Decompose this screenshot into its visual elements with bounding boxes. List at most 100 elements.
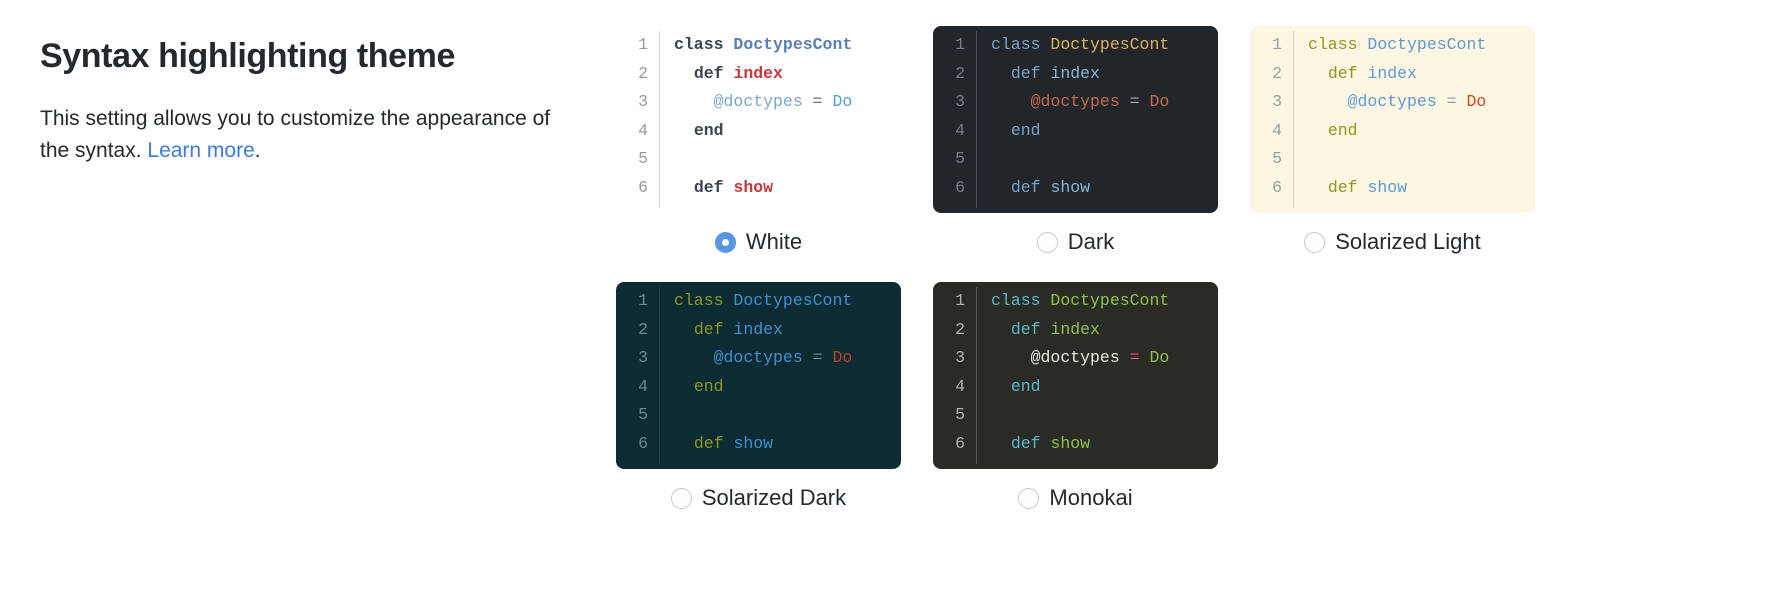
code-token-plain <box>724 434 734 453</box>
radio-button-icon[interactable] <box>1036 231 1058 253</box>
learn-more-link[interactable]: Learn more <box>147 138 255 162</box>
code-token-kw: end <box>693 120 724 140</box>
code-token-plain <box>1437 92 1447 111</box>
code-token-plain <box>724 178 734 197</box>
code-line: class DoctypesCont <box>1308 31 1535 60</box>
code-token-plain <box>803 348 813 367</box>
radio-button-icon[interactable] <box>714 231 736 253</box>
theme-radio-white[interactable]: White <box>714 231 802 253</box>
theme-radio-sollight[interactable]: Solarized Light <box>1304 231 1481 253</box>
code-line: def index <box>674 60 901 89</box>
setting-description-column: Syntax highlighting theme This setting a… <box>40 36 570 167</box>
code-token-cnst: Do <box>1466 92 1487 112</box>
code-token-plain <box>1140 348 1150 367</box>
code-token-plain <box>1457 92 1467 111</box>
line-number: 3 <box>1272 92 1282 112</box>
code-line: @doctypes = Do <box>674 344 901 373</box>
radio-button-icon[interactable] <box>670 487 692 509</box>
code-indent <box>674 121 694 140</box>
code-token-op: = <box>812 92 823 112</box>
line-number: 6 <box>638 177 648 197</box>
code-token-plain <box>1140 92 1150 111</box>
code-token-plain <box>1041 320 1051 339</box>
code-token-plain <box>1358 35 1368 54</box>
code-line <box>674 401 901 430</box>
theme-radio-label: Monokai <box>1049 485 1133 510</box>
code-token-plain <box>1358 178 1368 197</box>
line-number: 3 <box>638 92 648 112</box>
code-line <box>1308 145 1535 174</box>
line-number: 3 <box>955 348 965 368</box>
line-number: 2 <box>638 63 648 83</box>
code-token-op: = <box>812 348 823 368</box>
code-body: class DoctypesCont def index @doctypes =… <box>976 287 1218 464</box>
code-body: class DoctypesCont def index @doctypes =… <box>659 31 901 208</box>
code-token-fn: show <box>733 433 774 453</box>
line-number: 6 <box>955 433 965 453</box>
line-number: 2 <box>638 319 648 339</box>
code-token-kw: def <box>693 433 724 453</box>
line-number: 2 <box>955 319 965 339</box>
code-token-kw: def <box>1010 319 1041 339</box>
line-number: 6 <box>1272 177 1282 197</box>
code-line: end <box>1308 117 1535 146</box>
radio-button-icon[interactable] <box>1018 487 1040 509</box>
line-number: 5 <box>1272 149 1282 169</box>
code-indent <box>1308 178 1328 197</box>
line-number: 5 <box>638 405 648 425</box>
code-token-plain <box>823 92 833 111</box>
description-text-before-link: This setting allows you to customize the… <box>40 106 551 162</box>
code-line: @doctypes = Do <box>674 88 901 117</box>
code-token-plain <box>803 92 813 111</box>
code-line: def index <box>991 60 1218 89</box>
code-token-op: = <box>1446 92 1457 112</box>
radio-button-icon[interactable] <box>1304 231 1326 253</box>
page-title: Syntax highlighting theme <box>40 37 456 75</box>
code-indent <box>674 320 694 339</box>
code-line: def show <box>674 174 901 203</box>
code-indent <box>1308 64 1328 83</box>
code-token-fn: index <box>1367 63 1417 83</box>
code-indent <box>1308 121 1328 140</box>
code-indent <box>991 178 1011 197</box>
code-token-plain <box>724 291 734 310</box>
code-token-kw: def <box>1010 63 1041 83</box>
code-token-kw: def <box>1010 177 1041 197</box>
code-token-cnst: Do <box>1149 348 1170 368</box>
theme-radio-dark[interactable]: Dark <box>1036 231 1114 253</box>
code-token-ivar: @doctypes <box>713 92 803 112</box>
theme-radio-soldark[interactable]: Solarized Dark <box>670 487 846 509</box>
code-token-op: = <box>1129 348 1140 368</box>
line-number: 5 <box>955 405 965 425</box>
code-line <box>991 401 1218 430</box>
code-line: @doctypes = Do <box>991 344 1218 373</box>
code-line: class DoctypesCont <box>991 287 1218 316</box>
line-number: 4 <box>955 120 965 140</box>
code-token-fn: index <box>1050 319 1100 339</box>
code-line: def index <box>991 316 1218 345</box>
code-line: def show <box>991 430 1218 459</box>
line-number: 4 <box>638 376 648 396</box>
code-token-fn: show <box>733 177 774 197</box>
line-number: 2 <box>955 63 965 83</box>
code-line: class DoctypesCont <box>674 287 901 316</box>
code-token-kw: class <box>991 35 1041 54</box>
code-token-cls: DoctypesCont <box>733 35 853 54</box>
code-indent <box>674 348 714 367</box>
code-token-kw: class <box>1308 35 1358 54</box>
theme-radio-monokai[interactable]: Monokai <box>1018 485 1133 510</box>
